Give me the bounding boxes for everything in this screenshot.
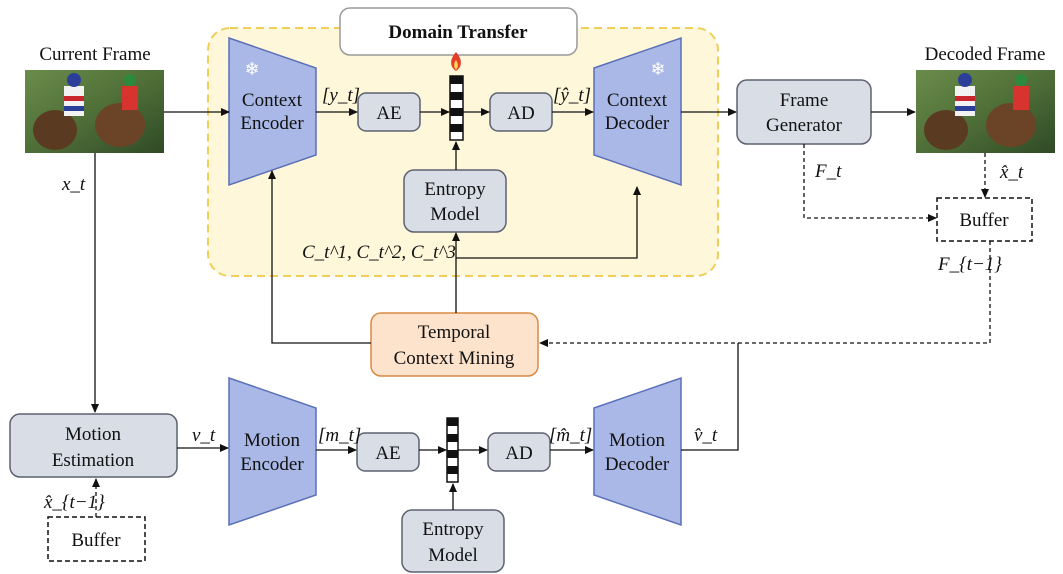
bottom-ad-label: AD [505,443,532,464]
bottom-entropy-label-1: Entropy [422,519,484,540]
context-decoder-label-1: Context [607,90,668,111]
frame-generator-label-2: Generator [766,115,843,136]
bottom-ae-label: AE [375,443,400,464]
top-bitstream [449,75,464,141]
bottom-bitstream [446,417,459,483]
v-hat-t-label: v̂_t [694,425,718,446]
x-t-label: x_t [61,174,86,195]
motion-encoder-label-1: Motion [244,430,300,451]
current-frame-image [25,70,164,153]
tcm-label-1: Temporal [418,322,491,343]
current-frame-label: Current Frame [39,44,150,65]
y-hat-t-label: [ŷ_t] [553,85,591,106]
top-buffer-label: Buffer [959,210,1009,231]
motion-encoder-block [228,376,317,527]
top-entropy-label-1: Entropy [424,179,486,200]
context-decoder-label-2: Decoder [605,113,670,134]
y-t-label: [y_t] [322,85,360,106]
top-entropy-label-2: Model [430,204,480,225]
domain-transfer-region [207,27,719,277]
temporal-context-mining-box [370,312,539,377]
bottom-entropy-label-2: Model [428,545,478,566]
context-encoder-label-1: Context [242,90,303,111]
motion-estimation-label-1: Motion [65,424,121,445]
F-t-minus-1-label: F_{t−1} [937,254,1002,275]
motion-encoder-label-2: Encoder [240,454,304,475]
x-hat-t-label: x̂_t [999,162,1024,183]
context-encoder-label-2: Encoder [240,113,304,134]
frame-generator-label-1: Frame [780,90,829,111]
x-hat-t-minus-1-label: x̂_{t−1} [43,492,105,513]
motion-decoder-label-1: Motion [609,430,665,451]
tcm-label-2: Context Mining [394,348,515,369]
F-t-label: F_t [814,161,842,182]
top-ad-label: AD [507,103,534,124]
decoded-frame-label: Decoded Frame [925,44,1046,65]
motion-decoder-label-2: Decoder [605,454,670,475]
m-hat-t-label: [m̂_t] [549,425,592,446]
motion-decoder-block [593,376,682,527]
context-decoder-block [593,36,682,187]
context-encoder-block [228,36,317,187]
bottom-buffer-label: Buffer [71,530,121,551]
motion-estimation-label-2: Estimation [52,450,135,471]
bottom-ad-box [487,432,551,472]
contexts-label: C_t^1, C_t^2, C_t^3 [302,242,456,263]
v-t-label: v_t [192,425,216,446]
domain-transfer-title: Domain Transfer [388,22,528,43]
context-encoder-snowflake-icon: ❄ [244,59,259,79]
decoded-frame-image [916,70,1055,153]
m-t-label: [m_t] [318,425,361,446]
domain-transfer-title-box [339,7,578,56]
bottom-ae-box [356,432,420,472]
context-decoder-snowflake-icon: ❄ [650,59,665,79]
top-ae-label: AE [376,103,401,124]
flame-icon [451,52,461,71]
motion-estimation-box [9,413,178,478]
top-buffer-box [936,197,1033,242]
connectors [91,108,991,517]
